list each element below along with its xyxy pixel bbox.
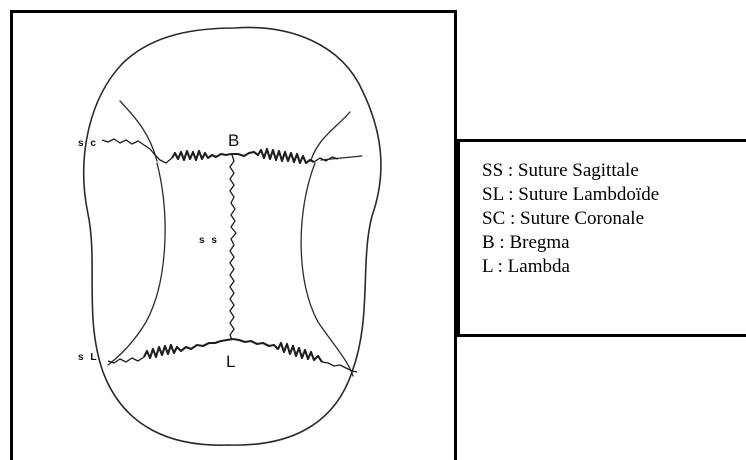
lambdoid-suture-left-serration [143, 337, 234, 360]
bregma-label: B [228, 131, 239, 150]
right-parietal-boundary [300, 162, 354, 377]
lambdoid-suture-right-serration [232, 337, 323, 363]
coronal-label: s c [78, 138, 98, 149]
legend-item-coronal: SC : Suture Coronale [482, 208, 645, 229]
coronal-suture [101, 138, 173, 164]
right-coronal-curve [310, 111, 351, 161]
right-coronal-tail [320, 155, 363, 161]
legend-item-lambda: L : Lambda [482, 256, 570, 277]
legend-box: SS : Suture Sagittale SL : Suture Lambdo… [457, 139, 746, 337]
coronal-suture-right-serration [231, 147, 315, 165]
sagittal-suture [229, 154, 237, 341]
left-parietal-boundary [107, 162, 166, 366]
lambdoid-suture-right-end [321, 361, 358, 373]
legend-list: SS : Suture Sagittale SL : Suture Lambdo… [482, 159, 659, 279]
skull-diagram: B L s s s c s L [78, 26, 382, 446]
legend-item-lambdoid: SL : Suture Lambdoïde [482, 184, 660, 205]
sagittal-label: s s [199, 235, 219, 246]
legend-item-sagittal: SS : Suture Sagittale [482, 160, 639, 181]
lambdoid-label: s L [78, 352, 98, 363]
skull-outline [82, 26, 382, 446]
coronal-suture-left-serration [171, 149, 232, 162]
lambdoid-suture-left-end [107, 356, 145, 364]
coronal-suture-right-end [313, 156, 339, 163]
legend-item-bregma: B : Bregma [482, 232, 570, 253]
lambda-label: L [226, 352, 235, 371]
left-coronal-curve [119, 100, 158, 162]
